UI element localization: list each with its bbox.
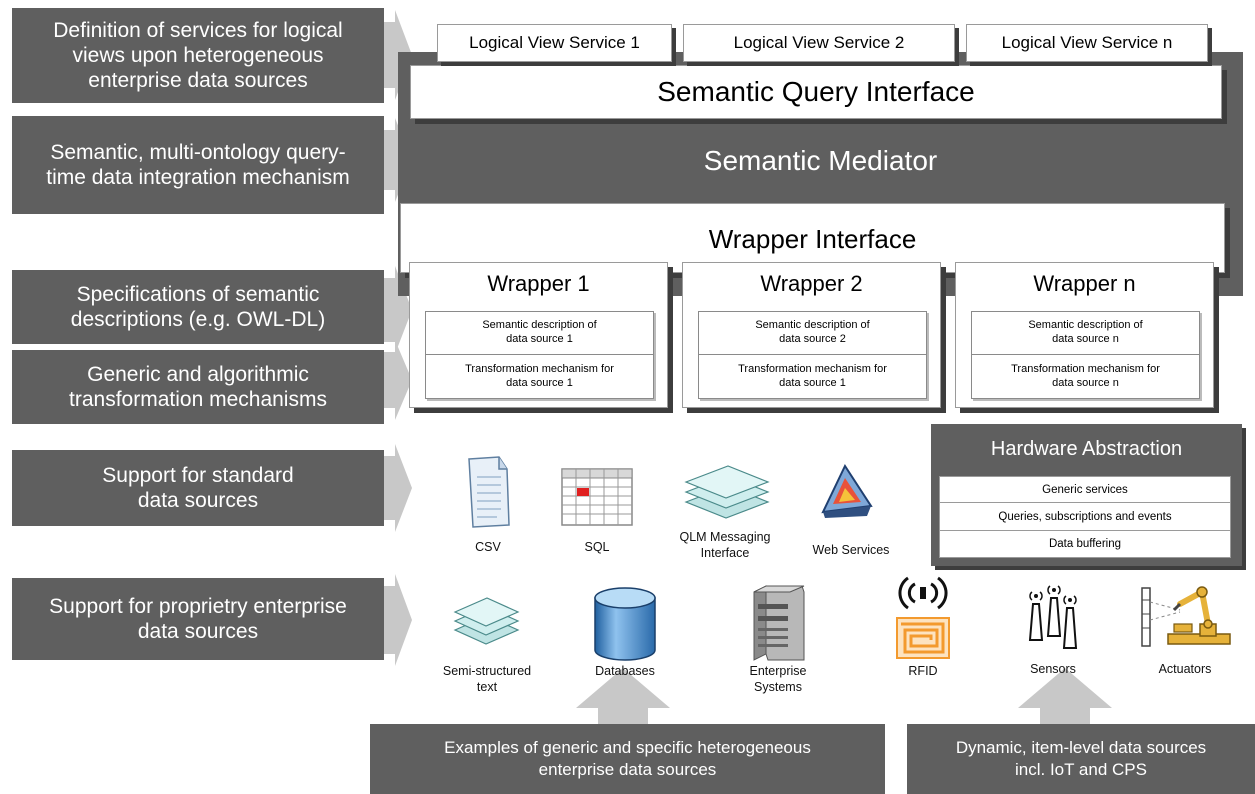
- wrapper-interface: Wrapper Interface: [400, 203, 1225, 273]
- csv-icon: [468, 456, 510, 528]
- left-arrow-6: [380, 574, 412, 666]
- sensors-icon: [1028, 585, 1078, 649]
- bottom-box-generic-sources: Examples of generic and specific heterog…: [370, 724, 885, 794]
- logical-view-service-2: Logical View Service 2: [683, 24, 955, 62]
- label-semantic-integration: Semantic, multi-ontology query-time data…: [12, 116, 384, 214]
- left-arrow-2: [380, 118, 412, 202]
- database-icon: [594, 587, 656, 661]
- sensors-label: Sensors: [1030, 662, 1076, 676]
- wrapper-1-title: Wrapper 1: [487, 271, 590, 296]
- hardware-abstraction-box: Hardware Abstraction Generic services Qu…: [931, 424, 1242, 566]
- logical-view-service-1: Logical View Service 1: [437, 24, 672, 62]
- csv-label: CSV: [475, 540, 501, 554]
- wrapper-2-title: Wrapper 2: [760, 271, 863, 296]
- rfid-icon: [896, 576, 950, 659]
- left-arrow-3: [380, 266, 412, 354]
- web-services-icon: [821, 463, 873, 518]
- semantic-query-interface: Semantic Query Interface: [410, 65, 1222, 119]
- hardware-abstraction-list: Generic services Queries, subscriptions …: [939, 476, 1231, 558]
- hardware-abstraction-title: Hardware Abstraction: [990, 437, 1183, 460]
- wrapper-n-title: Wrapper n: [1033, 271, 1136, 296]
- hw-row-data-buffering: Data buffering: [940, 531, 1230, 558]
- web-services-label: Web Services: [812, 543, 890, 557]
- left-arrow-5: [380, 444, 412, 532]
- semantic-mediator-label: Semantic Mediator: [703, 145, 938, 176]
- wrapper-interface-label: Wrapper Interface: [708, 223, 917, 254]
- sql-label: SQL: [584, 540, 610, 554]
- rfid-label: RFID: [908, 664, 938, 678]
- logical-view-service-n: Logical View Service n: [966, 24, 1208, 62]
- hw-row-queries: Queries, subscriptions and events: [940, 503, 1230, 531]
- actuators-icon: [1141, 586, 1231, 647]
- bottom-arrow-1: [576, 668, 670, 734]
- left-arrow-1: [380, 10, 412, 100]
- enterprise-server-icon: [753, 585, 805, 661]
- databases-label: Databases: [595, 664, 655, 678]
- bottom-arrow-2: [1018, 668, 1112, 734]
- sql-icon: [561, 468, 633, 526]
- left-arrow-4: [380, 340, 412, 420]
- hw-row-generic-services: Generic services: [940, 477, 1230, 503]
- qlm-messaging-icon: [684, 465, 770, 519]
- semi-structured-text-icon: [453, 597, 520, 645]
- actuators-label: Actuators: [1158, 662, 1212, 676]
